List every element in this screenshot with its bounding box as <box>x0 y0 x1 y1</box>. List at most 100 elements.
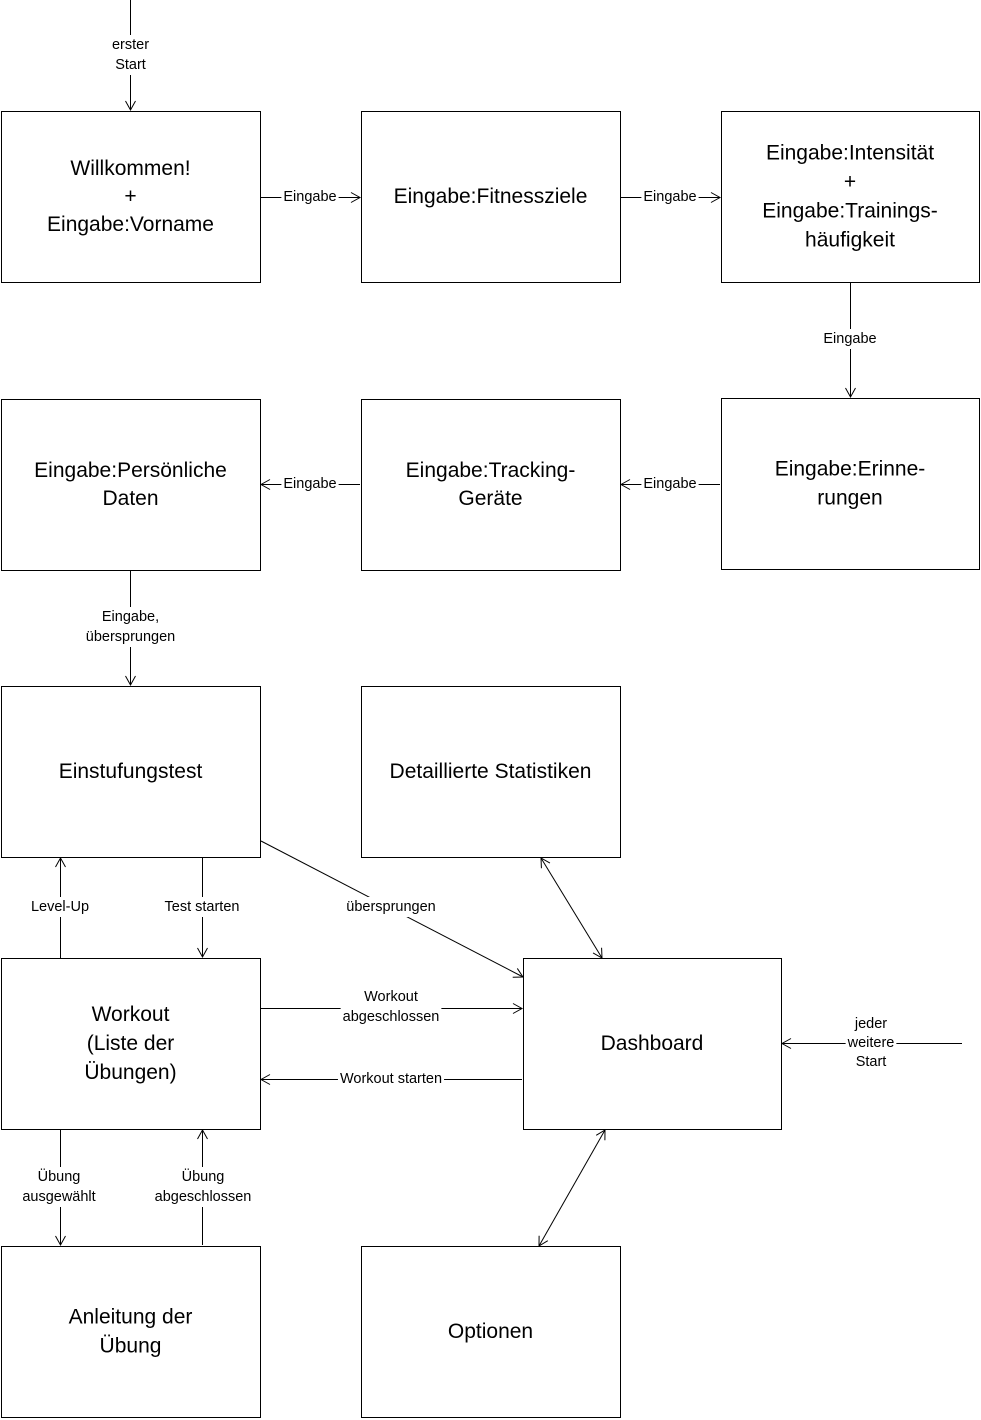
edge-label: Eingabe <box>643 476 696 492</box>
node-placement: Einstufungstest <box>1 686 261 858</box>
arrow-head <box>845 387 856 399</box>
arrow-head <box>350 192 362 203</box>
edge-line <box>538 1129 606 1247</box>
label-start_test: Test starten <box>162 897 242 917</box>
node-box <box>361 1246 621 1418</box>
label-background <box>337 1069 445 1089</box>
node-label: Anleitung der <box>69 1306 193 1329</box>
node-options: Optionen <box>361 1246 621 1418</box>
arrow-head <box>125 100 136 112</box>
label-background <box>340 987 442 1027</box>
node-label: Detaillierte Statistiken <box>390 760 592 783</box>
node-box <box>1 111 261 283</box>
node-box <box>1 686 261 858</box>
arrow-head <box>512 1003 524 1014</box>
node-label: rungen <box>817 487 882 510</box>
label-background <box>109 35 152 75</box>
node-box <box>361 111 621 283</box>
label-background <box>162 897 242 917</box>
node-box <box>361 686 621 858</box>
label-skipped: übersprungen <box>344 897 438 917</box>
edge-label: Workout <box>364 989 418 1005</box>
node-box <box>721 398 980 570</box>
node-label: Übung <box>100 1335 162 1358</box>
node-box <box>1 399 261 571</box>
node-label: Übungen) <box>84 1061 176 1084</box>
edge-label: Eingabe, <box>102 609 159 625</box>
node-label: (Liste der <box>87 1032 175 1055</box>
label-background <box>28 897 92 917</box>
node-dashboard: Dashboard <box>523 958 782 1130</box>
label-tracking_personal: Eingabe <box>281 474 339 494</box>
edge-label: ausgewählt <box>22 1189 95 1205</box>
edge-label: Start <box>856 1054 887 1070</box>
edge-label: Start <box>115 57 146 73</box>
edge-label: übersprungen <box>86 629 176 645</box>
node-label: + <box>124 185 136 208</box>
nodes: Willkommen! + Eingabe:Vorname Eingabe:Fitne… <box>1 111 980 1418</box>
node-label: Dashboard <box>601 1032 704 1055</box>
label-start_workout: Workout starten <box>337 1069 445 1089</box>
edge-dashboard_options <box>538 1129 606 1247</box>
node-box <box>1 958 261 1130</box>
node-label: Eingabe:Persönliche <box>34 459 227 482</box>
node-label: Einstufungstest <box>59 760 203 783</box>
node-box <box>1 1246 261 1418</box>
node-tracking: Eingabe:Tracking- Geräte <box>361 399 621 571</box>
edge-label: Test starten <box>165 899 240 915</box>
label-background <box>83 607 178 647</box>
node-box <box>361 399 621 571</box>
edge-label: Eingabe <box>283 189 336 205</box>
edge-label: Eingabe <box>283 476 336 492</box>
node-box <box>523 958 782 1130</box>
label-personal_placement: Eingabe, übersprungen <box>83 607 178 647</box>
edge-label: abgeschlossen <box>155 1189 252 1205</box>
node-welcome: Willkommen! + Eingabe:Vorname <box>1 111 261 283</box>
edge-label: erster <box>112 37 149 53</box>
edge-label: Eingabe <box>643 189 696 205</box>
node-label: Eingabe:Erinne- <box>775 458 926 481</box>
label-background <box>641 474 699 494</box>
label-background <box>821 329 879 349</box>
node-label: Geräte <box>458 487 522 510</box>
node-label: Daten <box>102 487 158 510</box>
node-label: Eingabe:Fitnessziele <box>394 185 588 208</box>
node-intensity: Eingabe:Intensität+Eingabe:Trainings-häu… <box>721 111 980 283</box>
node-label: + <box>844 171 856 194</box>
node-label: Eingabe:Vorname <box>47 213 214 236</box>
edge-label: weitere <box>847 1035 895 1051</box>
label-background <box>281 474 339 494</box>
arrow-head <box>125 675 136 687</box>
label-background <box>344 897 438 917</box>
node-label: häufigkeit <box>805 229 895 252</box>
node-label: Optionen <box>448 1320 533 1343</box>
label-reminders_tracking: Eingabe <box>641 474 699 494</box>
edge-label: Level-Up <box>31 899 89 915</box>
label-background <box>281 187 339 207</box>
edge-label: Eingabe <box>823 331 876 347</box>
edge-line <box>540 857 603 959</box>
arrow-head <box>197 947 208 959</box>
node-label: Eingabe:Tracking- <box>406 459 576 482</box>
label-intensity_reminders: Eingabe <box>821 329 879 349</box>
edge-label: übersprungen <box>346 899 436 915</box>
node-label: Willkommen! <box>70 157 190 180</box>
edge-label: jeder <box>854 1016 887 1032</box>
node-goals: Eingabe:Fitnessziele <box>361 111 621 283</box>
edge-stats_dashboard <box>540 857 603 959</box>
node-label: Eingabe:Intensität <box>766 142 934 165</box>
label-levelup: Level-Up <box>28 897 92 917</box>
edge-label: Workout starten <box>340 1071 442 1087</box>
label-background <box>20 1167 98 1207</box>
node-box <box>721 111 980 283</box>
